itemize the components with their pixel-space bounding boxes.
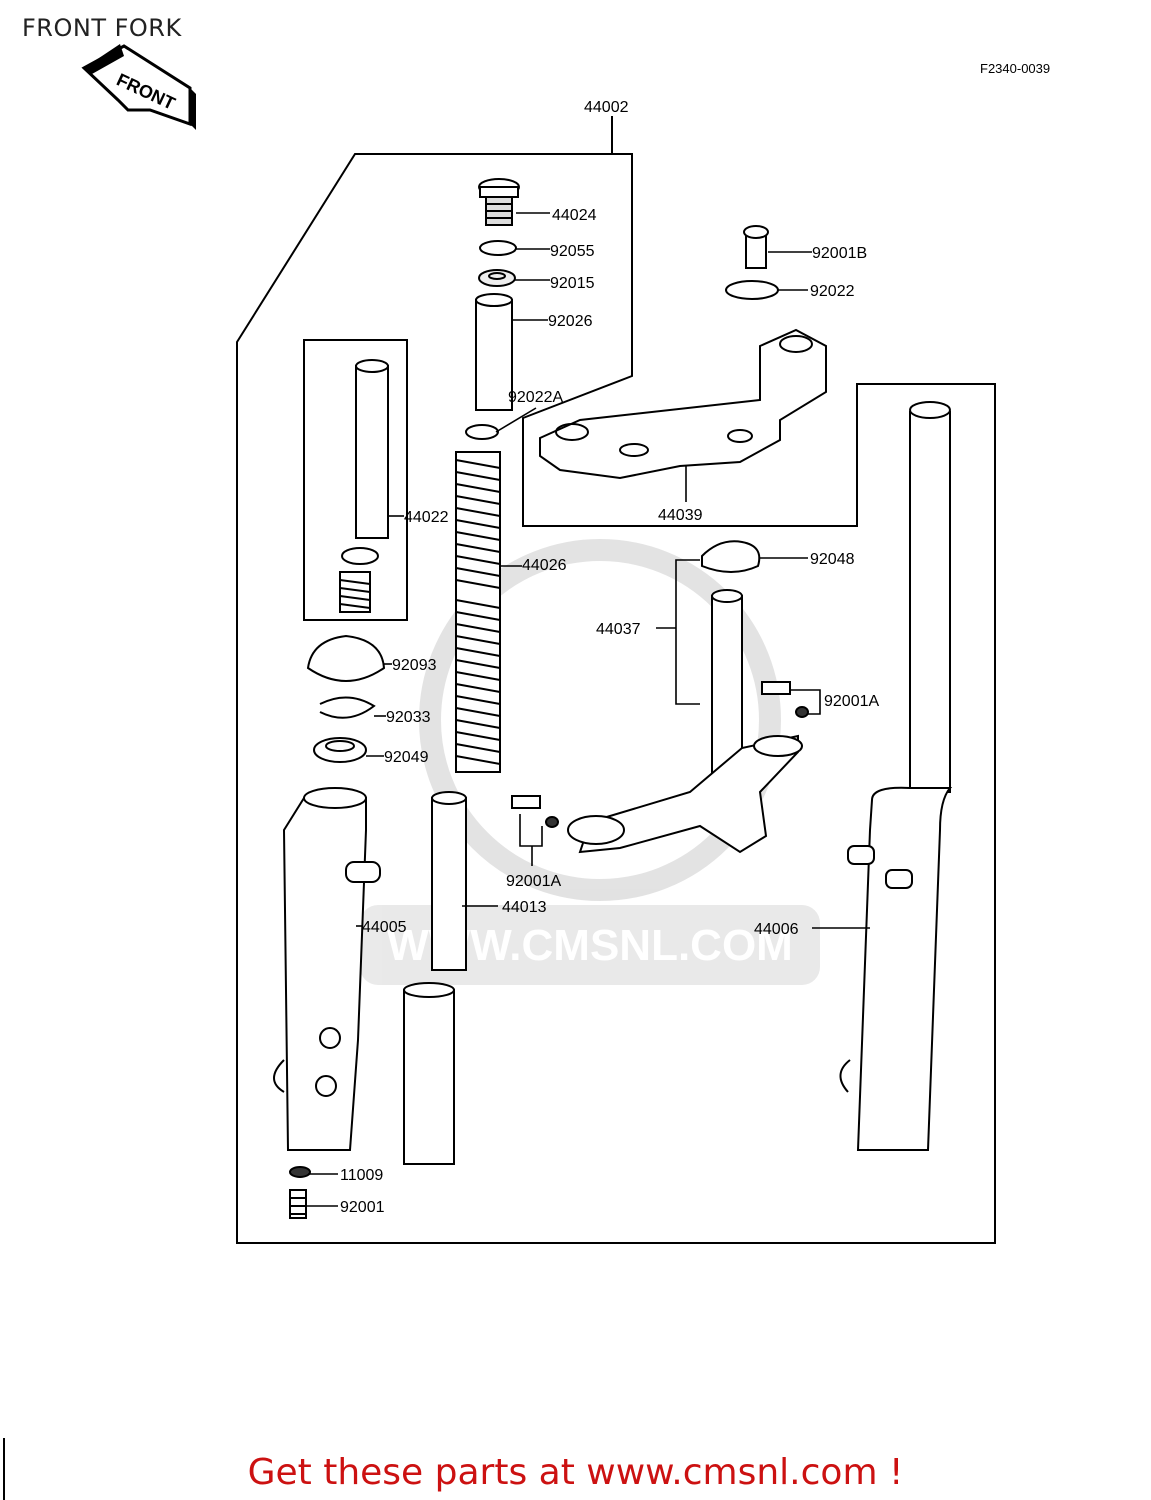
- steering-seal-icon: [701, 540, 761, 573]
- dust-seal-icon: [306, 634, 386, 682]
- part-label-92001: 92001: [340, 1199, 385, 1216]
- part-label-44024: 44024: [552, 207, 597, 224]
- plain-washer-icon: [725, 280, 779, 300]
- steering-stem-icon: [567, 589, 803, 854]
- part-label-92033: 92033: [386, 709, 431, 726]
- page-title: FRONT FORK: [22, 14, 182, 42]
- part-label-44039: 44039: [658, 507, 703, 524]
- part-label-92055: 92055: [550, 243, 595, 260]
- damper-rod-icon: [339, 359, 389, 613]
- part-label-92015: 92015: [550, 275, 595, 292]
- part-label-44006: 44006: [754, 921, 799, 938]
- left-outer-tube-icon: [273, 787, 381, 1151]
- part-label-92026: 92026: [548, 313, 593, 330]
- part-label-44022: 44022: [404, 509, 449, 526]
- small-washer-icon: [465, 424, 499, 440]
- copper-washer-icon: [289, 1166, 311, 1178]
- part-label-92001A-right: 92001A: [824, 693, 879, 710]
- page-edge-line: [3, 1438, 5, 1500]
- upper-bracket-icon: [539, 328, 827, 480]
- circlip-icon: [319, 696, 376, 719]
- part-label-92001A-center: 92001A: [506, 873, 561, 890]
- top-bolt-icon: [478, 178, 520, 226]
- part-label-44037: 44037: [596, 621, 641, 638]
- drain-bolt-icon: [289, 1189, 307, 1219]
- handlebar-bolt-icon: [743, 225, 769, 269]
- part-label-92048: 92048: [810, 551, 855, 568]
- part-label-92001B: 92001B: [812, 245, 867, 262]
- footer-link-text[interactable]: Get these parts at www.cmsnl.com !: [247, 1452, 904, 1493]
- front-arrow-icon: FRONT: [81, 44, 196, 130]
- fork-assembly-outline: [236, 116, 996, 1244]
- part-label-92093: 92093: [392, 657, 437, 674]
- part-label-44002: 44002: [584, 99, 629, 116]
- part-label-44013: 44013: [502, 899, 547, 916]
- part-labels: 44002 44024 92055 92015 92026 92022A 440…: [340, 99, 879, 1216]
- leader-lines: [306, 212, 870, 1207]
- clamp-bolt-icon: [761, 681, 809, 718]
- part-label-44005: 44005: [362, 919, 407, 936]
- part-label-92022: 92022: [810, 283, 855, 300]
- o-ring-icon: [479, 240, 517, 256]
- part-label-92049: 92049: [384, 749, 429, 766]
- oil-seal-icon: [313, 737, 367, 763]
- part-label-92022A: 92022A: [508, 389, 563, 406]
- fork-spring-icon: [455, 451, 501, 773]
- washer-icon: [478, 269, 516, 287]
- part-label-44026: 44026: [522, 557, 567, 574]
- inner-tube-icon: [403, 791, 467, 1165]
- clamp-bolt-icon-2: [511, 795, 559, 828]
- spacer-tube-icon: [475, 293, 513, 411]
- parts-drawings: [273, 178, 953, 1219]
- right-fork-icon: [839, 401, 953, 1151]
- front-fork-diagram: WWW.CMSNL.COM F2340-0039 FRONT: [81, 44, 1050, 1244]
- diagram-code: F2340-0039: [980, 61, 1050, 76]
- part-label-11009: 11009: [340, 1167, 383, 1184]
